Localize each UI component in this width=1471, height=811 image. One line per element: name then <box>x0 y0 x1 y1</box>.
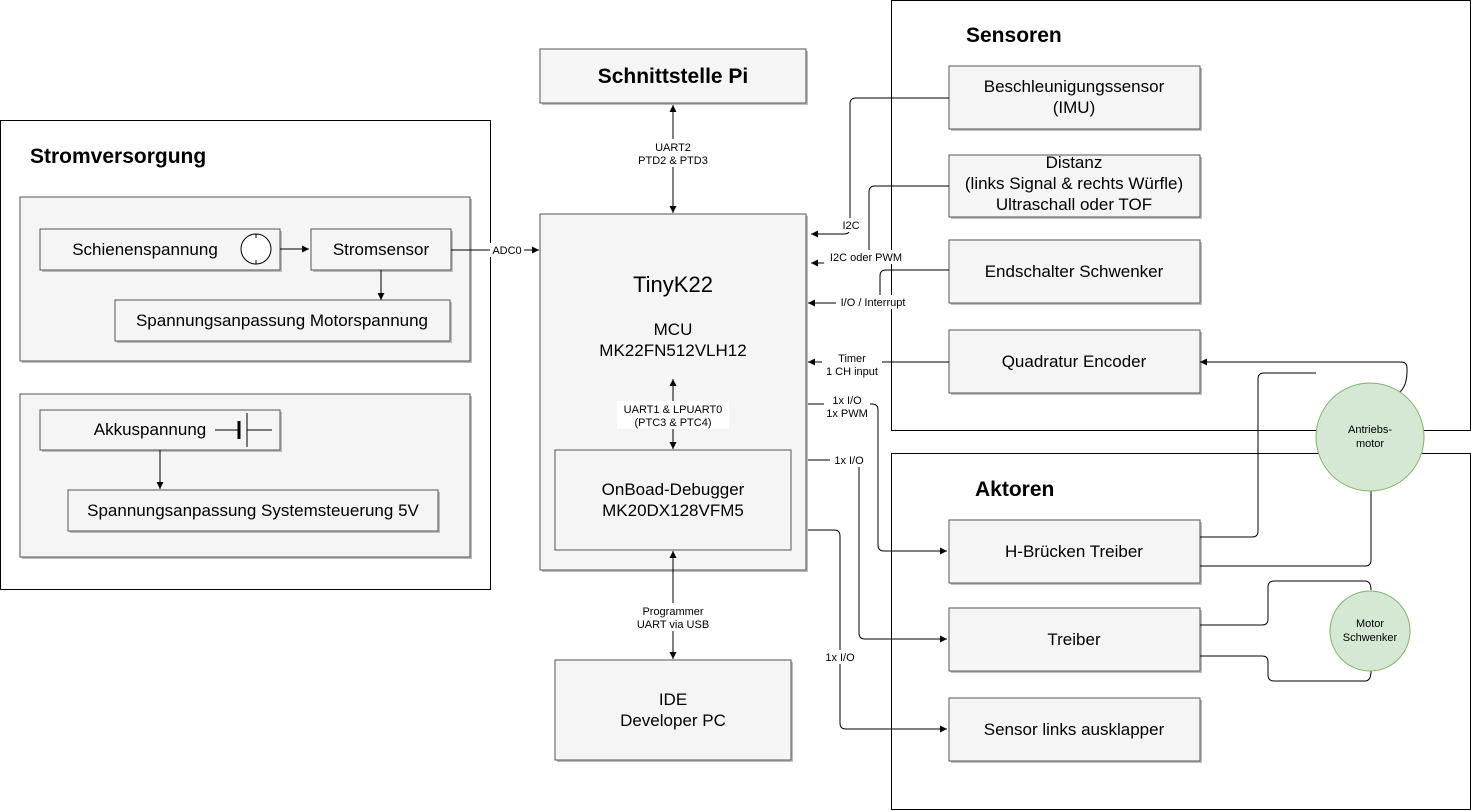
ac-source-icon <box>240 233 272 265</box>
hbruecke-label: H-Brücken Treiber <box>1005 542 1143 561</box>
uart2-pins: PTD2 & PTD3 <box>638 155 708 167</box>
motor-schwenker <box>1329 590 1411 672</box>
encoder-box <box>948 329 1201 394</box>
motor-wiring <box>1200 358 1408 682</box>
motorspannung-label: Spannungsanpassung Motorspannung <box>136 311 428 330</box>
tinyk22-name: TinyK22 <box>633 272 713 297</box>
timer-mode: 1 CH input <box>826 366 878 378</box>
i2c-pwm-label: I2C oder PWM <box>830 252 902 264</box>
uart2-label: UART2 <box>655 142 691 154</box>
schnittstelle-pi-title: Schnittstelle Pi <box>598 65 749 88</box>
imu-box <box>948 65 1201 130</box>
antriebsmotor-sublabel: motor <box>1356 438 1384 450</box>
sensoren-title: Sensoren <box>966 24 1062 47</box>
mcu-label: MCU <box>654 320 693 339</box>
io-pwm-sublabel: 1x PWM <box>826 408 868 420</box>
systemsteuerung-label: Spannungsanpassung Systemsteuerung 5V <box>87 501 419 520</box>
ausklapper-box <box>948 697 1201 762</box>
distanz-sublabel: (links Signal & rechts Würfle) <box>965 174 1183 193</box>
battery-icon <box>215 413 272 447</box>
uart1-label: UART1 & LPUART0 <box>624 404 723 416</box>
treiber-label: Treiber <box>1047 630 1101 649</box>
distanz-label: Distanz <box>1046 153 1103 172</box>
ide-box <box>554 659 792 761</box>
endschalter-box <box>948 239 1201 304</box>
i2c-label: I2C <box>842 220 859 232</box>
stromversorgung-group: Stromversorgung Schienenspannung Stromse… <box>0 120 491 590</box>
stromsensor-label: Stromsensor <box>333 240 430 259</box>
ausklapper-label: Sensor links ausklapper <box>984 720 1165 739</box>
io-pwm-label: 1x I/O <box>832 395 862 407</box>
endschalter-label: Endschalter Schwenker <box>985 262 1164 281</box>
uart1-pins: (PTC3 & PTC4) <box>634 417 711 429</box>
developer-pc-label: Developer PC <box>620 711 726 730</box>
schienenspannung-label: Schienenspannung <box>72 240 218 259</box>
io-ausklapper-label: 1x I/O <box>825 652 855 664</box>
timer-label: Timer <box>838 353 866 365</box>
motorspannung-box <box>114 299 451 342</box>
io-treiber-label: 1x I/O <box>834 455 864 467</box>
schnittstelle-pi-box <box>539 48 807 104</box>
debugger-box <box>554 449 792 551</box>
io-interrupt-label: I/O / Interrupt <box>841 297 906 309</box>
aktoren-title: Aktoren <box>975 478 1054 501</box>
programmer-label: Programmer <box>642 606 703 618</box>
treiber-box <box>948 607 1201 672</box>
akkuspannung-label: Akkuspannung <box>94 420 206 439</box>
antriebsmotor-label: Antriebs- <box>1348 424 1392 436</box>
imu-sublabel: (IMU) <box>1053 98 1095 117</box>
debugger-label: OnBoad-Debugger <box>602 480 745 499</box>
wire-ausklapper <box>808 529 947 733</box>
distanz-type: Ultraschall oder TOF <box>996 195 1152 214</box>
adc0-label: ADC0 <box>492 245 521 257</box>
programmer-mode: UART via USB <box>637 619 709 631</box>
encoder-label: Quadratur Encoder <box>1002 352 1147 371</box>
distanz-box <box>948 154 1201 218</box>
systemsteuerung-box <box>67 489 439 532</box>
imu-label: Beschleunigungssensor <box>984 77 1165 96</box>
hbruecke-box <box>948 519 1201 584</box>
wire-imu <box>811 97 949 238</box>
motor-schwenker-label: Motor <box>1356 618 1384 630</box>
debugger-part-number: MK20DX128VFM5 <box>602 501 744 520</box>
motor-schwenker-sublabel: Schwenker <box>1343 632 1398 644</box>
wire-hbruecke <box>808 403 947 555</box>
antriebsmotor <box>1315 382 1425 492</box>
ide-label: IDE <box>659 690 687 709</box>
stromversorgung-title: Stromversorgung <box>30 145 206 168</box>
mcu-part-number: MK22FN512VLH12 <box>599 341 746 360</box>
stromsensor-box <box>310 228 452 271</box>
